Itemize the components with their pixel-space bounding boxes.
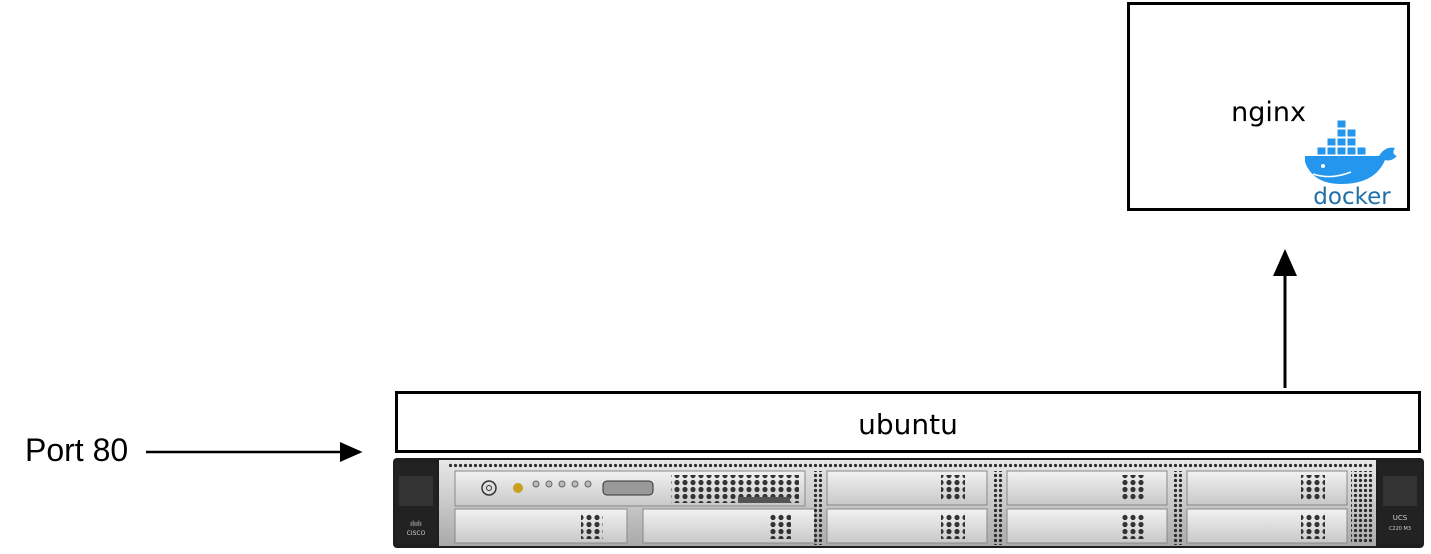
ubuntu-host-box: ubuntu: [395, 391, 1421, 453]
nginx-container-box: nginx docker: [1127, 2, 1410, 211]
nginx-label: nginx: [1231, 97, 1306, 128]
docker-wordmark: docker: [1313, 184, 1391, 206]
right-rack-ear: UCS C220 M3: [1378, 462, 1422, 544]
model-text-2: C220 M3: [1389, 526, 1411, 532]
ubuntu-label: ubuntu: [858, 408, 958, 441]
model-text-1: UCS: [1393, 514, 1408, 522]
left-rack-ear: ılıılı CISCO: [395, 462, 437, 544]
docker-logo-icon: docker: [1305, 119, 1397, 206]
drive-bays-left: [454, 508, 816, 544]
port-80-label: Port 80: [25, 432, 129, 468]
drive-bays-right: [826, 470, 1373, 544]
cisco-logo-text: CISCO: [407, 530, 426, 537]
svg-text:ılıılı: ılıılı: [410, 520, 422, 528]
rack-server-icon: ılıılı CISCO UCS C220 M3: [393, 458, 1424, 548]
control-panel: [454, 470, 806, 507]
